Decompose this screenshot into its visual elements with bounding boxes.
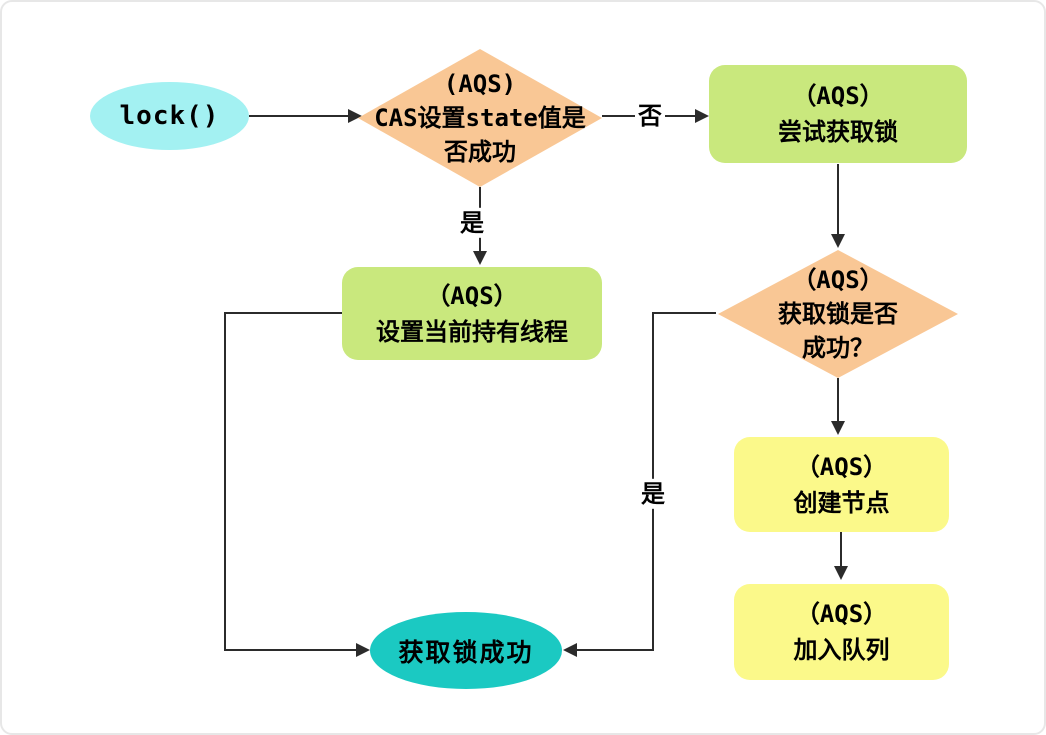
- edge-try-to-check-arrowhead: [831, 234, 845, 248]
- edge-label-yes-cas: 是: [457, 207, 487, 239]
- edge-label-no: 否: [635, 100, 665, 132]
- process-join-queue-line1: （AQS）: [795, 600, 888, 628]
- edge-lock-to-cas-line: [249, 115, 349, 117]
- edge-check-to-success-top-line: [652, 312, 716, 314]
- edge-check-to-success-bottom-line: [577, 649, 654, 651]
- edge-set-to-success-bottom-line: [224, 649, 356, 651]
- terminal-node-label: 获取锁成功: [398, 637, 534, 667]
- decision-cas-line3: 否成功: [444, 138, 516, 166]
- edge-cas-to-try-arrowhead: [695, 109, 709, 123]
- edge-check-to-create-arrowhead: [831, 421, 845, 435]
- terminal-node-success: 获取锁成功: [370, 612, 562, 689]
- edge-create-to-join-line: [840, 532, 842, 566]
- process-try-lock-line1: （AQS）: [792, 82, 884, 110]
- edge-try-to-check-line: [837, 164, 839, 234]
- decision-acquire-line1: （AQS）: [792, 266, 884, 294]
- decision-acquire-line2: 获取锁是否: [778, 300, 898, 328]
- edge-create-to-join-arrowhead: [834, 566, 848, 580]
- process-create-node-line2: 创建节点: [793, 488, 890, 517]
- process-create-node: （AQS） 创建节点: [734, 437, 949, 532]
- process-join-queue-line2: 加入队列: [793, 636, 890, 664]
- edge-label-yes-lock: 是: [638, 478, 668, 510]
- process-set-thread: （AQS） 设置当前持有线程: [342, 267, 602, 360]
- edge-check-to-success-arrowhead: [563, 643, 577, 657]
- edge-set-to-success-vert-line: [224, 312, 226, 651]
- edge-set-to-success-arrowhead: [356, 643, 370, 657]
- edge-check-to-create-line: [837, 378, 839, 421]
- edge-cas-to-set-arrowhead: [473, 251, 487, 265]
- edge-lock-to-cas-arrowhead: [348, 109, 362, 123]
- decision-cas-line2: CAS设置state值是: [374, 104, 586, 132]
- process-try-lock-line2: 尝试获取锁: [778, 118, 898, 146]
- edge-set-to-success-top-line: [224, 312, 342, 314]
- process-join-queue: （AQS） 加入队列: [734, 584, 949, 680]
- process-set-thread-line2: 设置当前持有线程: [376, 317, 568, 346]
- process-try-lock: （AQS） 尝试获取锁: [709, 65, 967, 163]
- process-set-thread-line1: （AQS）: [426, 281, 518, 310]
- decision-cas-line1: (AQS): [443, 70, 517, 98]
- decision-acquire-line3: 成功？: [802, 334, 874, 362]
- decision-acquire-label: （AQS） 获取锁是否 成功？: [778, 263, 898, 365]
- start-node-label: lock(): [119, 101, 220, 131]
- start-node-lock: lock(): [90, 82, 249, 150]
- process-create-node-line1: （AQS）: [795, 452, 888, 481]
- decision-cas-label: (AQS) CAS设置state值是 否成功: [374, 67, 586, 169]
